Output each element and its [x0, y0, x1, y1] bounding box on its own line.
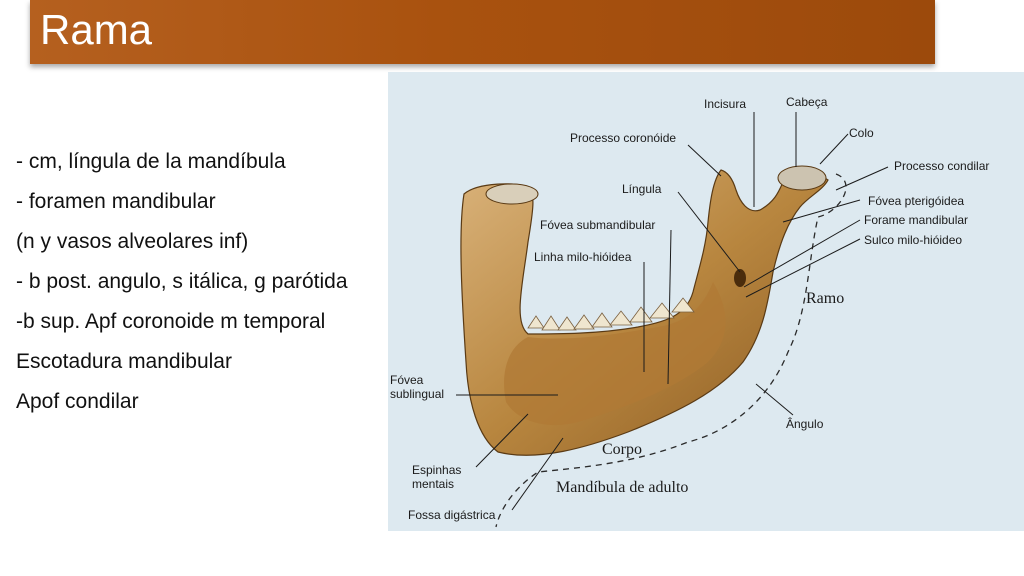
- label-fovea-sublingual-2: sublingual: [390, 387, 444, 401]
- bullet-list: - cm, língula de la mandíbula - foramen …: [16, 142, 386, 422]
- left-ramus-head: [485, 183, 539, 205]
- label-processo-condilar: Processo condilar: [894, 159, 989, 173]
- label-sulco-milo-hioideo: Sulco milo-hióideo: [864, 233, 962, 247]
- label-linha-milo-hioidea: Linha milo-hióidea: [534, 250, 632, 264]
- leader-lines: [456, 112, 889, 511]
- outer-outline-dashed: [495, 173, 847, 528]
- lingual-surface: [504, 282, 726, 426]
- label-angulo: Ângulo: [786, 416, 824, 431]
- condyle-head: [777, 165, 827, 191]
- bullet-item: -b sup. Apf coronoide m temporal: [16, 310, 326, 333]
- mandible-figure: Incisura Cabeça Colo Processo coronóide …: [388, 72, 1024, 531]
- label-ramo: Ramo: [806, 290, 844, 307]
- title-bar: Rama: [30, 0, 935, 64]
- mandibular-foramen: [734, 269, 746, 287]
- bullet-item: - cm, língula de la mandíbula: [16, 150, 286, 173]
- label-processo-coronoide: Processo coronóide: [570, 131, 676, 145]
- label-espinhas-2: mentais: [412, 477, 454, 491]
- label-corpo: Corpo: [602, 441, 642, 458]
- bullet-item: - foramen mandibular: [16, 190, 216, 213]
- teeth: [527, 297, 695, 331]
- label-fovea-pterigoidea: Fóvea pterigóidea: [868, 194, 964, 208]
- bullet-item: - b post. angulo, s itálica, g parótida: [16, 270, 348, 293]
- label-fossa-digastrica: Fossa digástrica: [408, 508, 496, 522]
- label-cabeca: Cabeça: [786, 95, 828, 109]
- label-fovea-sublingual-1: Fóvea: [390, 373, 424, 387]
- label-espinhas-1: Espinhas: [412, 463, 461, 477]
- label-lingula: Língula: [622, 182, 662, 196]
- bullet-item: Apof condilar: [16, 390, 139, 413]
- slide-title: Rama: [40, 6, 153, 53]
- bullet-item: (n y vasos alveolares inf): [16, 230, 249, 253]
- label-incisura: Incisura: [704, 97, 746, 111]
- figure-caption: Mandíbula de adulto: [556, 479, 688, 496]
- mandible-illustration: Incisura Cabeça Colo Processo coronóide …: [390, 95, 989, 528]
- label-colo: Colo: [849, 126, 874, 140]
- label-forame-mandibular: Forame mandibular: [864, 213, 968, 227]
- label-fovea-submandibular: Fóvea submandibular: [540, 218, 655, 232]
- bullet-item: Escotadura mandibular: [16, 350, 232, 373]
